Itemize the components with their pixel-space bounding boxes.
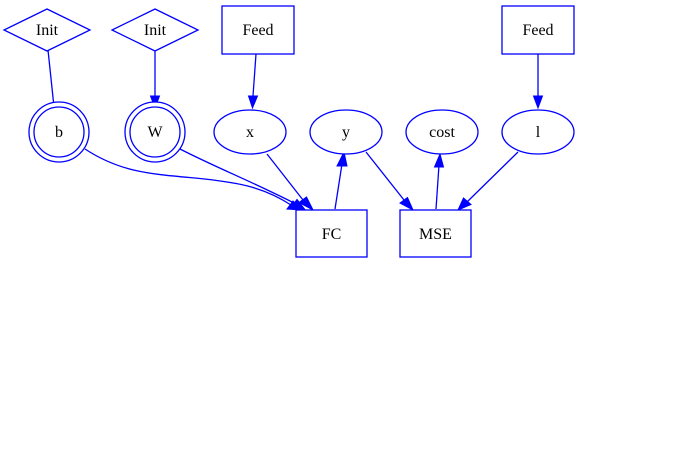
- node-label: Init: [144, 22, 167, 39]
- node-x: x: [213, 109, 287, 155]
- node-label: l: [536, 124, 541, 141]
- node-mse: MSE: [399, 209, 472, 258]
- node-init-b: Init: [2, 8, 92, 52]
- node-label: MSE: [419, 226, 452, 243]
- node-b: b: [28, 101, 90, 163]
- edge-feed-l-to-l: [532, 54, 544, 110]
- edge-fc-to-y: [334, 150, 348, 210]
- node-l: l: [501, 109, 575, 155]
- node-feed-l: Feed: [501, 5, 575, 55]
- edge-mse-to-cost: [433, 152, 445, 210]
- edge-init-w-to-w: [149, 50, 161, 110]
- edge-w-to-fc: [179, 148, 308, 212]
- node-label: b: [55, 124, 63, 141]
- node-label: Init: [36, 22, 59, 39]
- node-label: Feed: [242, 22, 273, 39]
- edge-x-to-fc: [266, 153, 315, 212]
- node-label: x: [246, 124, 254, 141]
- edges: [47, 49, 544, 212]
- node-label: W: [147, 124, 163, 141]
- node-label: y: [342, 124, 350, 141]
- node-w: W: [124, 101, 186, 163]
- node-label: Feed: [522, 22, 553, 39]
- node-cost: cost: [405, 109, 479, 155]
- node-label: FC: [322, 226, 342, 243]
- node-fc: FC: [295, 209, 368, 258]
- node-feed-x: Feed: [221, 5, 295, 55]
- node-y: y: [309, 109, 383, 155]
- edge-l-to-mse: [457, 151, 519, 211]
- edge-y-to-mse: [365, 151, 415, 212]
- node-init-w: Init: [110, 8, 200, 52]
- edge-feed-x-to-x: [247, 53, 259, 110]
- node-label: cost: [429, 124, 455, 141]
